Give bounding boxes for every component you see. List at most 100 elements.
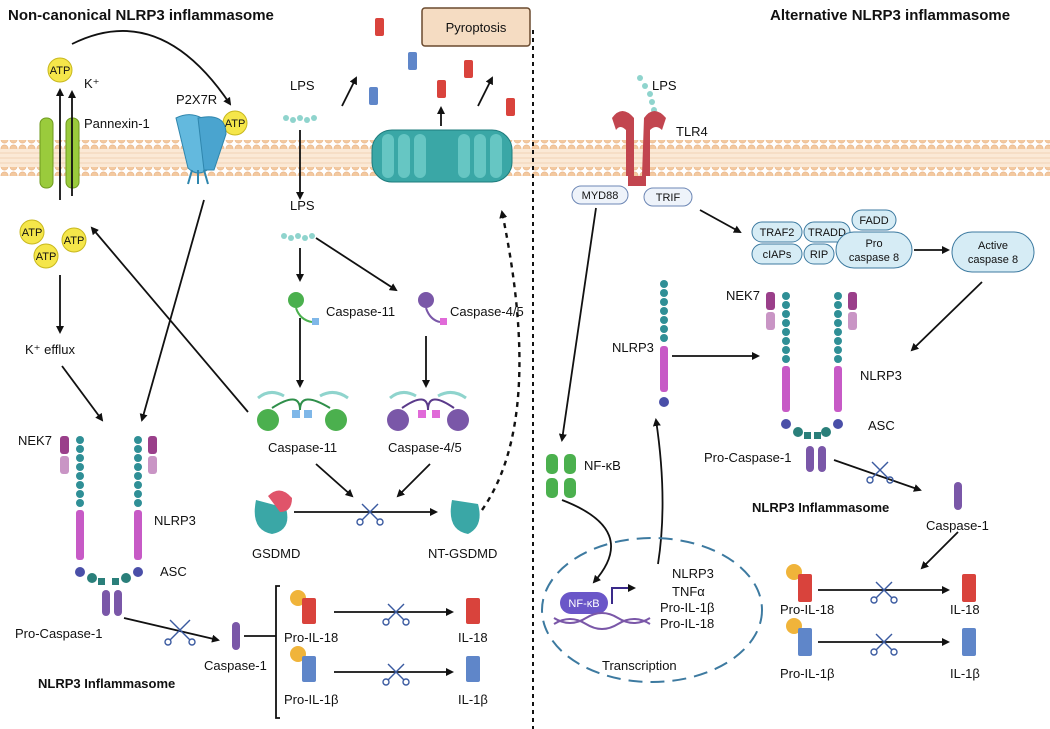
atp-icon: ATP: [61, 227, 87, 253]
atp-icon: ATP: [33, 243, 59, 269]
svg-text:ATP: ATP: [22, 227, 43, 239]
tlr4-label: TLR4: [676, 124, 708, 139]
nt-gsdmd-label: NT-GSDMD: [428, 546, 497, 561]
scissors-icon: [866, 461, 898, 656]
left-inflammasome-icon: [60, 436, 157, 616]
svg-text:TRADD: TRADD: [808, 227, 846, 239]
atp-icon: ATP: [19, 219, 45, 245]
caspase11-a-label: Caspase-11: [326, 304, 395, 319]
right-pro-il1b-icon: [786, 618, 812, 656]
svg-text:NF-κB: NF-κB: [568, 598, 599, 610]
caspase45-b-label: Caspase-4/5: [388, 440, 462, 455]
svg-text:caspase 8: caspase 8: [968, 254, 1018, 266]
center-il18-label: IL-18: [458, 630, 488, 645]
right-nlrp3-right-label: NLRP3: [860, 368, 902, 383]
svg-text:MYD88: MYD88: [582, 190, 619, 202]
nucleus-nfkb-icon: NF-κB: [553, 584, 651, 630]
left-title: Non-canonical NLRP3 inflammasome: [8, 7, 274, 24]
right-il18-label: IL-18: [950, 602, 980, 617]
center-il1b-label: IL-1β: [458, 692, 488, 707]
caspase45-icon: [418, 292, 447, 325]
svg-text:TRIF: TRIF: [656, 192, 681, 204]
right-il1b-icon: [962, 628, 976, 656]
caspase1-icon: [232, 622, 240, 650]
lps-top-icon: [283, 115, 317, 123]
gsdmd-label: GSDMD: [252, 546, 300, 561]
myd88-box: MYD88: [571, 185, 629, 205]
transcription-label: Transcription: [602, 658, 677, 673]
right-caspase1-label: Caspase-1: [926, 518, 989, 533]
atp-icon: ATP: [222, 110, 248, 136]
right-pro-caspase1-label: Pro-Caspase-1: [704, 450, 791, 465]
gsdmd-icon: [254, 490, 292, 534]
right-arrows: [558, 207, 983, 646]
p2x7r-receptor-icon: [175, 114, 227, 185]
nt-gsdmd-icon: [450, 500, 480, 534]
cell-membrane: [0, 140, 1050, 176]
svg-text:ATP: ATP: [50, 65, 71, 77]
nucleus: [541, 537, 763, 683]
right-pro-il18-label: Pro-IL-18: [780, 602, 834, 617]
pyroptosis-label: Pyroptosis: [446, 20, 507, 35]
trif-box: TRIF: [643, 187, 693, 207]
right-title: Alternative NLRP3 inflammasome: [770, 7, 1010, 24]
svg-text:FADD: FADD: [859, 215, 888, 227]
atp-molecules: ATP ATP ATP ATP ATP: [19, 57, 248, 269]
left-asc-label: ASC: [160, 564, 187, 579]
svg-text:Pro: Pro: [865, 238, 882, 250]
caspase11-dimer-icon: [257, 391, 349, 431]
right-il1b-label: IL-1β: [950, 666, 980, 681]
released-cytokines: [369, 18, 515, 116]
pro-il1b-icon: [290, 646, 316, 682]
svg-text:ATP: ATP: [36, 251, 57, 263]
pro-il18-icon: [290, 590, 316, 624]
il18-icon: [466, 598, 480, 624]
gene-list: NLRP3 TNFα Pro-IL-1β Pro-IL-18: [660, 566, 714, 631]
lps-mid-icon: [281, 233, 315, 241]
svg-text:ATP: ATP: [64, 235, 85, 247]
pannexin-label: Pannexin-1: [84, 116, 150, 131]
svg-text:TRAF2: TRAF2: [760, 227, 795, 239]
bracket: [275, 585, 280, 719]
nfkb-icon: [546, 454, 576, 498]
gene-item: TNFα: [672, 584, 705, 599]
scissors-icon: [164, 619, 196, 646]
traf-complex-box: TRAF2 TRADD FADD cIAPs RIP Pro caspase 8: [751, 209, 913, 269]
right-nlrp3-left-label: NLRP3: [612, 340, 654, 355]
svg-text:ATP: ATP: [225, 118, 246, 130]
lps-mid-label: LPS: [290, 198, 315, 213]
left-arrows: [56, 30, 249, 643]
right-pro-il18-icon: [786, 564, 812, 602]
k-efflux-label: K⁺ efflux: [25, 342, 75, 357]
svg-text:RIP: RIP: [810, 249, 828, 261]
left-caspase1-label: Caspase-1: [204, 658, 267, 673]
right-inflammasome-icon: [766, 292, 857, 472]
left-pro-caspase1-label: Pro-Caspase-1: [15, 626, 102, 641]
caspase45-a-label: Caspase-4/5: [450, 304, 524, 319]
right-caspase1-icon: [954, 482, 962, 510]
center-pro-il1b-label: Pro-IL-1β: [284, 692, 338, 707]
gene-item: NLRP3: [672, 566, 714, 581]
pyroptosis-box: Pyroptosis: [421, 7, 531, 47]
caspase11-b-label: Caspase-11: [268, 440, 337, 455]
gene-item: Pro-IL-18: [660, 616, 714, 631]
lps-top-label: LPS: [290, 78, 315, 93]
tlr4-receptor-icon: [612, 111, 666, 186]
left-nlrp3-label: NLRP3: [154, 513, 196, 528]
center-arrows: [294, 76, 521, 676]
active-caspase8-box: Active caspase 8: [951, 231, 1035, 273]
left-nek7-label: NEK7: [18, 433, 52, 448]
k-plus-label: K⁺: [84, 76, 100, 91]
scissors-icon: [356, 503, 410, 686]
svg-text:Active: Active: [978, 240, 1008, 252]
il1b-icon: [466, 656, 480, 682]
nfkb-label: NF-κB: [584, 458, 621, 473]
right-asc-label: ASC: [868, 418, 895, 433]
svg-text:cIAPs: cIAPs: [763, 249, 792, 261]
right-nek7-label: NEK7: [726, 288, 760, 303]
right-inflammasome-label: NLRP3 Inflammasome: [752, 500, 889, 515]
gsdmd-pore-icon: [371, 129, 513, 183]
right-il18-icon: [962, 574, 976, 602]
right-lps-label: LPS: [652, 78, 677, 93]
